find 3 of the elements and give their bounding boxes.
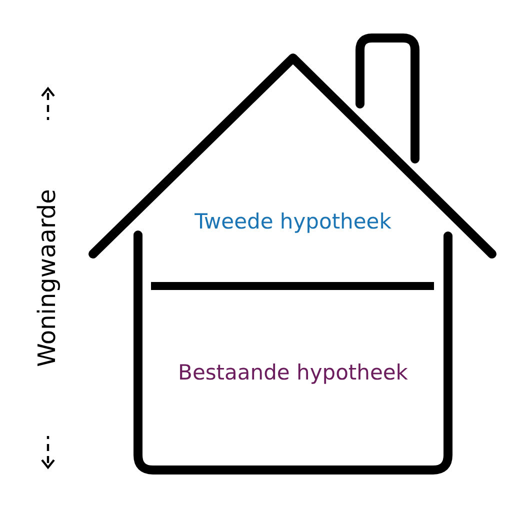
section-label: Tweede hypotheek — [194, 209, 392, 235]
axis-label: Woningwaarde — [34, 189, 62, 367]
section-label: Bestaande hypotheek — [178, 360, 408, 386]
